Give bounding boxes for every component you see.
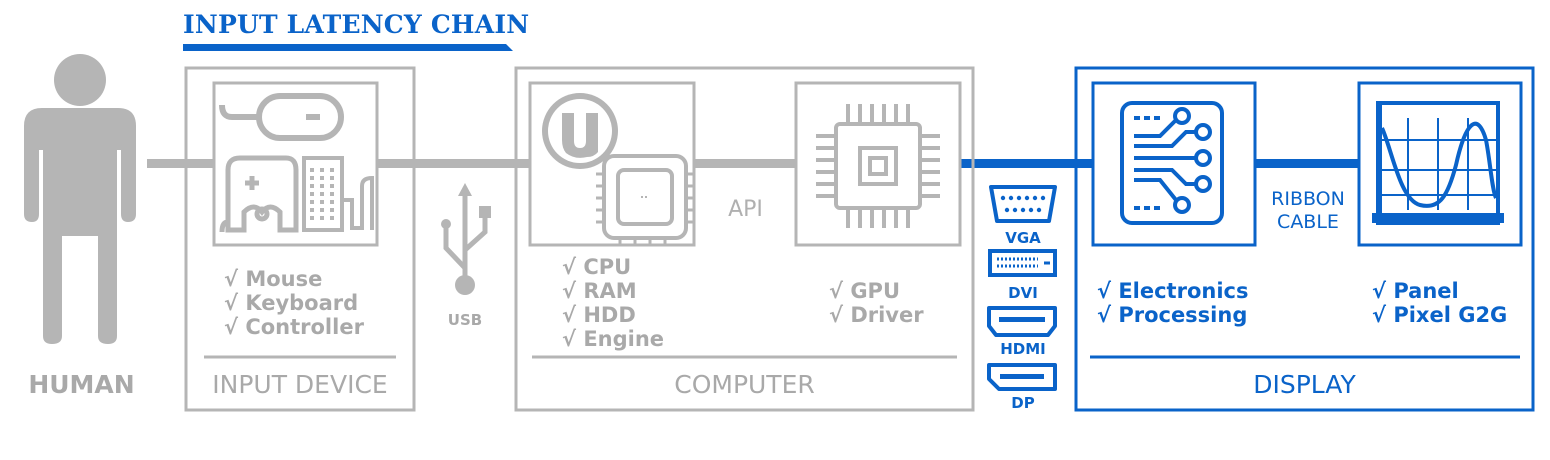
cpu-chip-icon <box>596 154 694 246</box>
usb-label: USB <box>447 311 483 329</box>
mouse-icon <box>219 93 344 141</box>
api-label: API <box>728 197 763 222</box>
checklist-item: √ Panel <box>1372 279 1459 303</box>
gamepad-icon <box>219 155 299 233</box>
vga-label: VGA <box>1005 229 1041 247</box>
connector-human-input <box>147 159 215 168</box>
keyboard-icon <box>302 156 374 232</box>
gpu-chip-icon <box>816 104 940 228</box>
input-device-label: INPUT DEVICE <box>212 370 388 399</box>
checklist-item: √ Keyboard <box>224 291 359 315</box>
checklist-item: √ Controller <box>224 315 364 339</box>
gpu-inner-box <box>794 81 962 247</box>
checklist-item: √ GPU <box>829 279 900 303</box>
connector-ribbon <box>1255 159 1359 168</box>
circuit-board-icon <box>1120 101 1224 225</box>
hdmi-port-icon <box>987 306 1057 337</box>
computer-box <box>514 66 975 412</box>
input-device-checklist: √ Mouse √ Keyboard √ Controller <box>224 267 364 339</box>
ribbon-cable-label: RIBBON CABLE <box>1271 188 1345 233</box>
dvi-port-icon <box>988 249 1057 277</box>
panel-graph-icon <box>1372 101 1504 225</box>
connector-computer-display <box>960 159 1093 168</box>
display-label: DISPLAY <box>1253 370 1356 399</box>
checklist-item: √ Driver <box>829 303 924 327</box>
checklist-item: √ Engine <box>562 327 665 351</box>
checklist-item: √ Mouse <box>224 267 323 291</box>
checklist-item: √ CPU <box>562 255 632 279</box>
connector-api <box>693 159 796 168</box>
title-underline <box>183 44 513 51</box>
connector-input-computer <box>378 159 530 168</box>
checklist-item: √ RAM <box>562 279 637 303</box>
person-icon <box>24 54 136 344</box>
diagram-title: INPUT LATENCY CHAIN <box>183 10 530 39</box>
displayport-icon <box>987 363 1057 391</box>
dp-label: DP <box>1011 394 1035 412</box>
usb-icon <box>441 183 491 295</box>
dvi-label: DVI <box>1008 284 1038 302</box>
checklist-item: √ Electronics <box>1097 279 1249 303</box>
electronics-inner-box <box>1091 81 1257 247</box>
panel-checklist: √ Panel √ Pixel G2G <box>1372 279 1507 327</box>
cpu-checklist: √ CPU √ RAM √ HDD √ Engine <box>562 255 664 351</box>
unreal-engine-icon <box>542 93 618 169</box>
checklist-item: √ HDD <box>562 303 636 327</box>
checklist-item: √ Processing <box>1097 303 1248 327</box>
display-box <box>1074 66 1535 412</box>
input-device-box <box>184 66 416 412</box>
vga-port-icon <box>989 185 1057 223</box>
electronics-checklist: √ Electronics √ Processing <box>1097 279 1248 327</box>
checklist-item: √ Pixel G2G <box>1372 303 1508 327</box>
computer-label: COMPUTER <box>674 370 815 399</box>
gpu-checklist: √ GPU √ Driver <box>829 279 924 327</box>
human-label: HUMAN <box>28 370 135 399</box>
cpu-inner-box <box>528 81 696 247</box>
hdmi-label: HDMI <box>1000 340 1046 358</box>
